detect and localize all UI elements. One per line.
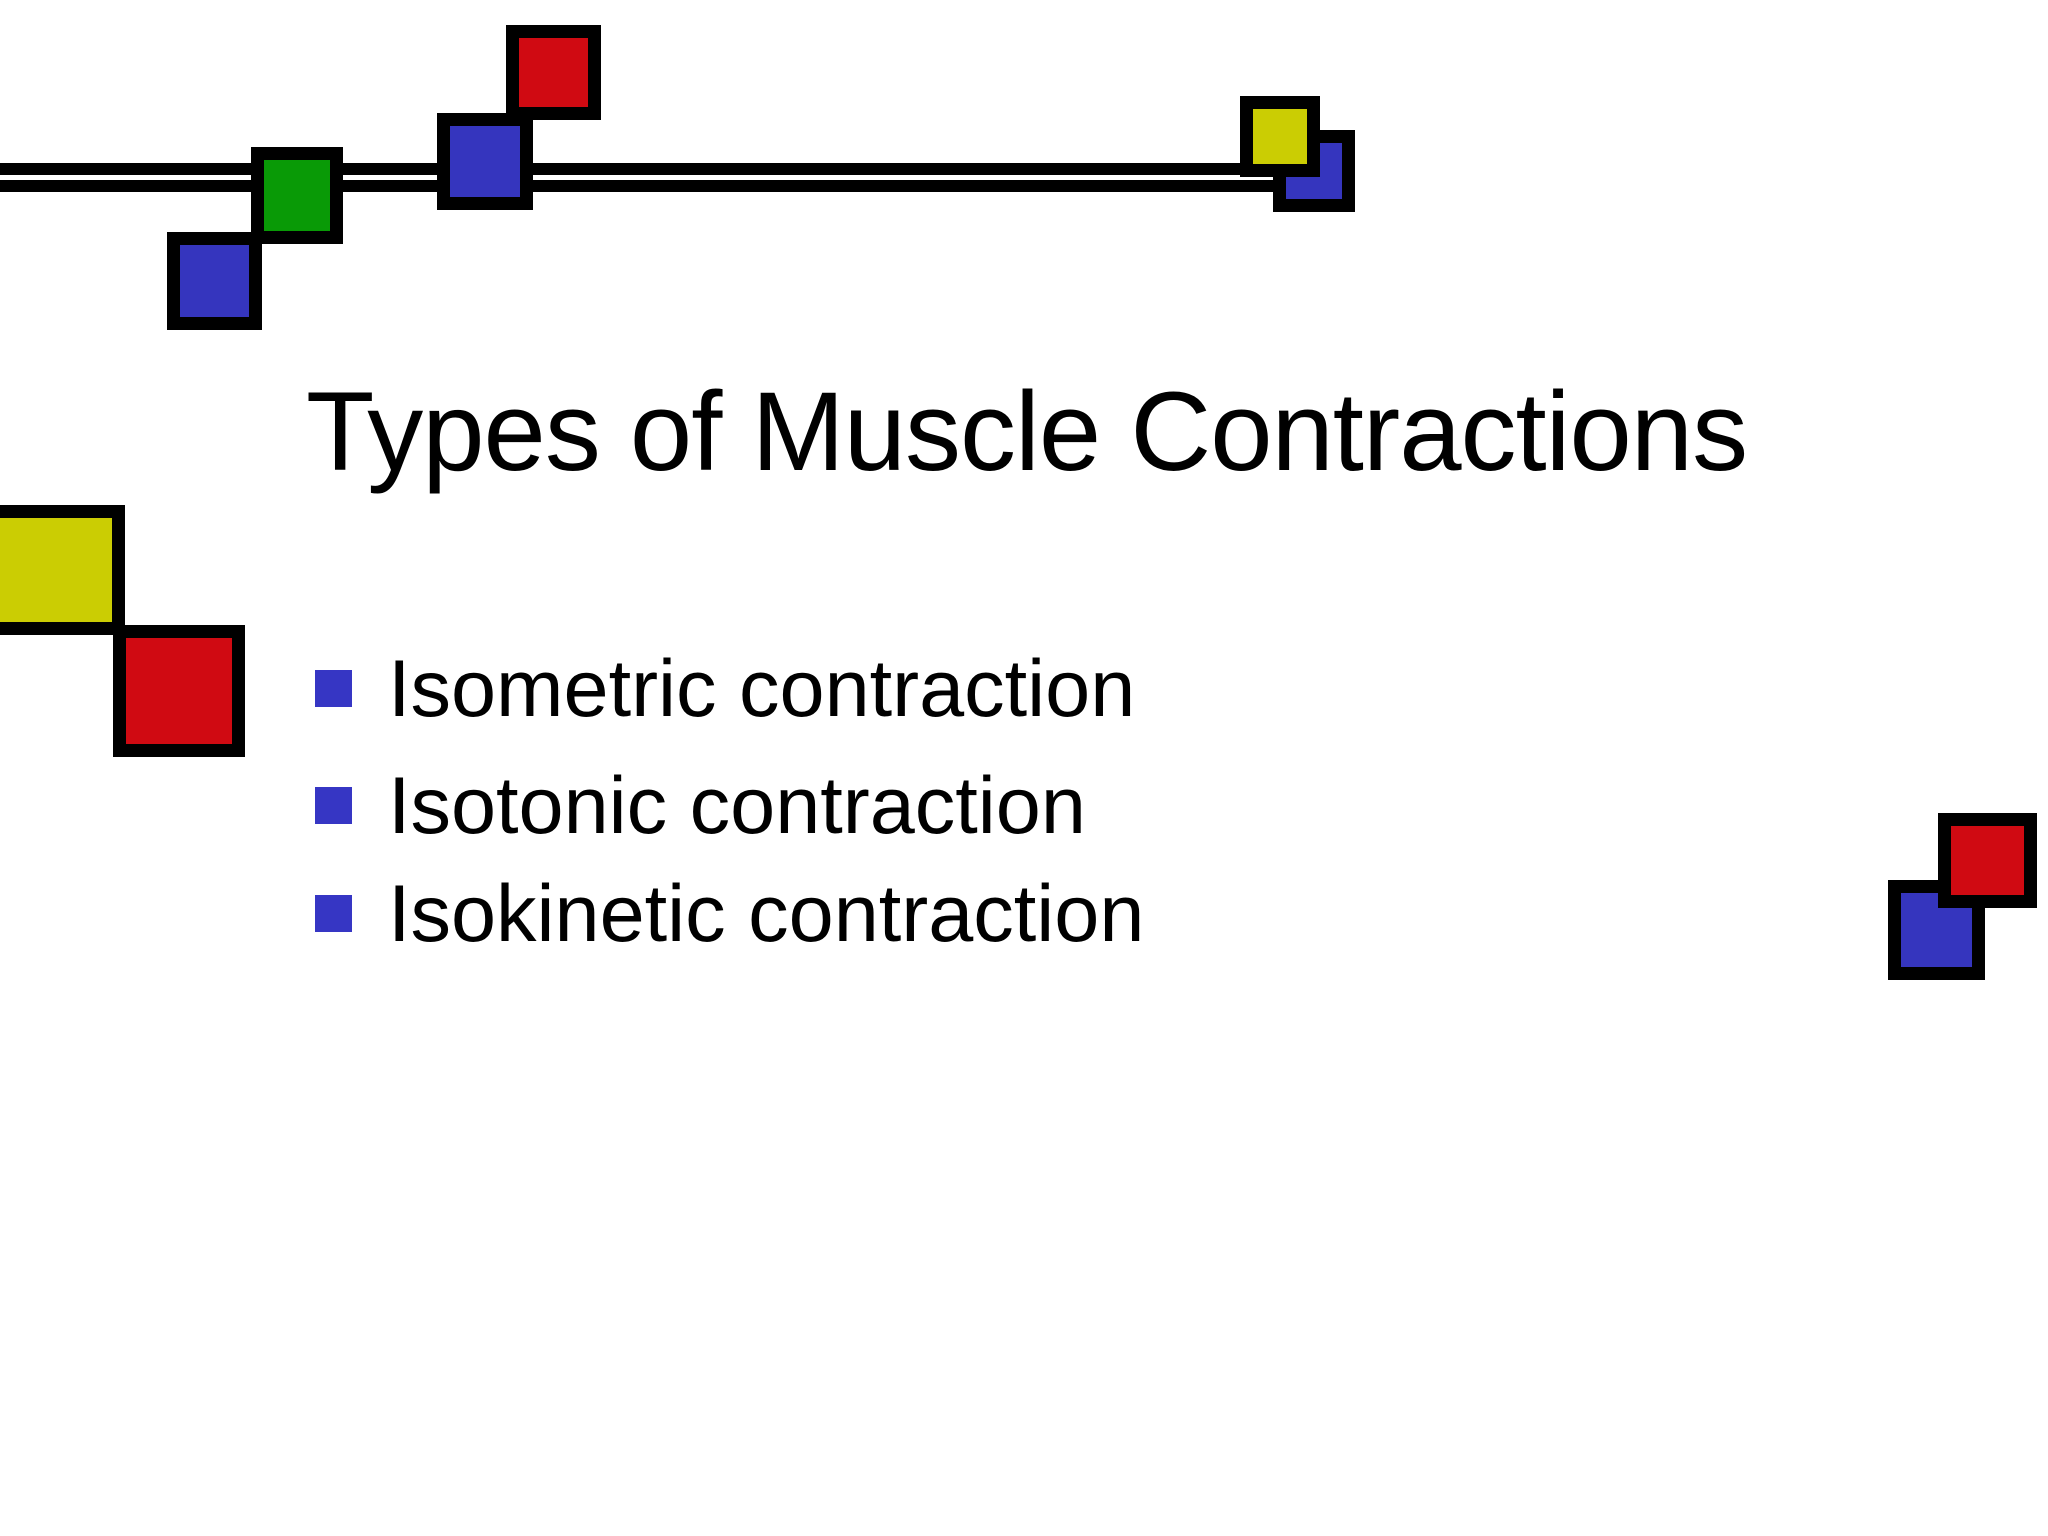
bullet-text: Isometric contraction <box>388 644 1136 734</box>
horizontal-rule-top <box>0 163 1274 175</box>
bullet-text: Isokinetic contraction <box>388 869 1145 959</box>
decor-square-yellow-icon <box>1240 96 1320 177</box>
decor-square-blue-icon <box>437 113 533 210</box>
decor-square-blue-icon <box>167 232 262 330</box>
bullet-square-icon <box>315 895 352 932</box>
decor-square-yellow-icon <box>0 505 125 635</box>
decor-square-red-icon <box>506 25 601 120</box>
decor-square-green-icon <box>251 147 343 244</box>
bullet-text: Isotonic contraction <box>388 761 1086 851</box>
bullet-square-icon <box>315 670 352 707</box>
slide-title: Types of Muscle Contractions <box>306 369 1748 494</box>
bullet-item: Isokinetic contraction <box>315 874 1144 955</box>
decor-square-red-icon <box>1938 813 2037 908</box>
horizontal-rule-bottom <box>0 180 1274 192</box>
bullet-item: Isometric contraction <box>315 649 1135 730</box>
decor-square-red-icon <box>113 625 245 757</box>
bullet-square-icon <box>315 787 352 824</box>
bullet-item: Isotonic contraction <box>315 766 1086 847</box>
